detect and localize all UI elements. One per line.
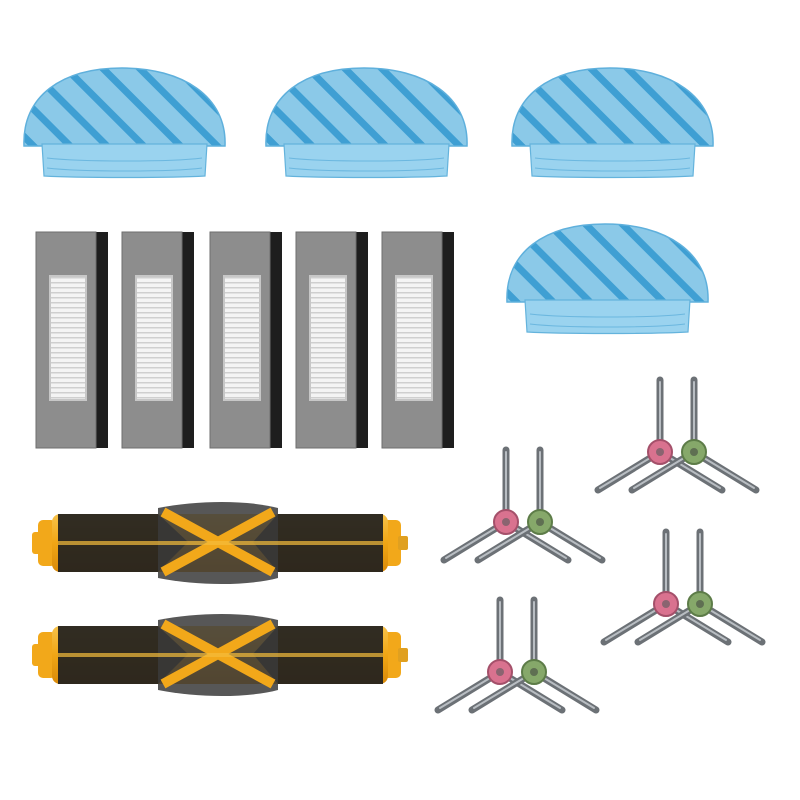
hepa-filter	[295, 231, 369, 449]
side-brush-pair	[438, 600, 596, 710]
side-brush-pair	[444, 450, 602, 560]
mop-pad	[506, 223, 709, 335]
mop-pad	[265, 67, 468, 179]
hepa-filter	[121, 231, 195, 449]
main-roller-brush	[32, 502, 408, 584]
main-roller-brush	[32, 614, 408, 696]
side-brush-pair	[598, 380, 756, 490]
hepa-filter	[209, 231, 283, 449]
hepa-filter	[35, 231, 109, 449]
hepa-filter	[381, 231, 455, 449]
mop-pad	[23, 67, 226, 179]
mop-pad	[511, 67, 714, 179]
side-brush-pair	[604, 532, 762, 642]
